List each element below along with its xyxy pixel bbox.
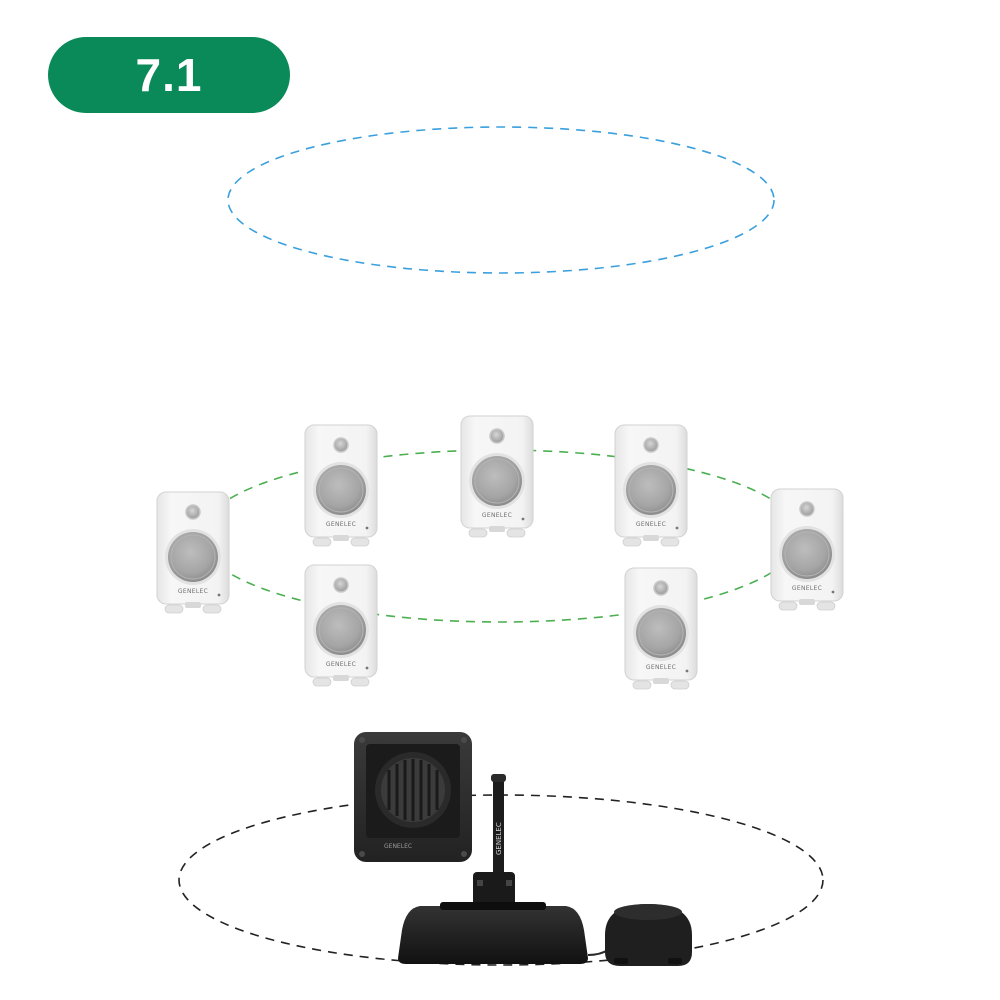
speaker-brand-label: GENELEC — [792, 585, 822, 592]
subwoofer: GENELEC — [354, 732, 472, 862]
channel-config-badge: 7.1 — [48, 37, 290, 113]
calibration-microphone: GENELEC — [473, 774, 515, 906]
subwoofer-brand-label: GENELEC — [384, 843, 412, 850]
speaker-left-surround: GENELEC — [156, 491, 230, 614]
height-layer-ring — [227, 126, 775, 274]
speaker-left-front: GENELEC — [304, 424, 378, 547]
speaker-brand-label: GENELEC — [178, 588, 208, 595]
room-sensor-unit — [587, 904, 692, 966]
speaker-left-rear: GENELEC — [304, 564, 378, 687]
network-hub — [398, 902, 588, 964]
speaker-center: GENELEC — [460, 415, 534, 538]
speaker-right-rear: GENELEC — [624, 567, 698, 690]
speaker-right-front: GENELEC — [614, 424, 688, 547]
speaker-brand-label: GENELEC — [326, 521, 356, 528]
speaker-brand-label: GENELEC — [482, 512, 512, 519]
speaker-right-surround: GENELEC — [770, 488, 844, 611]
speaker-brand-label: GENELEC — [326, 661, 356, 668]
speaker-brand-label: GENELEC — [636, 521, 666, 528]
speaker-brand-label: GENELEC — [646, 664, 676, 671]
microphone-brand-label: GENELEC — [495, 822, 503, 855]
